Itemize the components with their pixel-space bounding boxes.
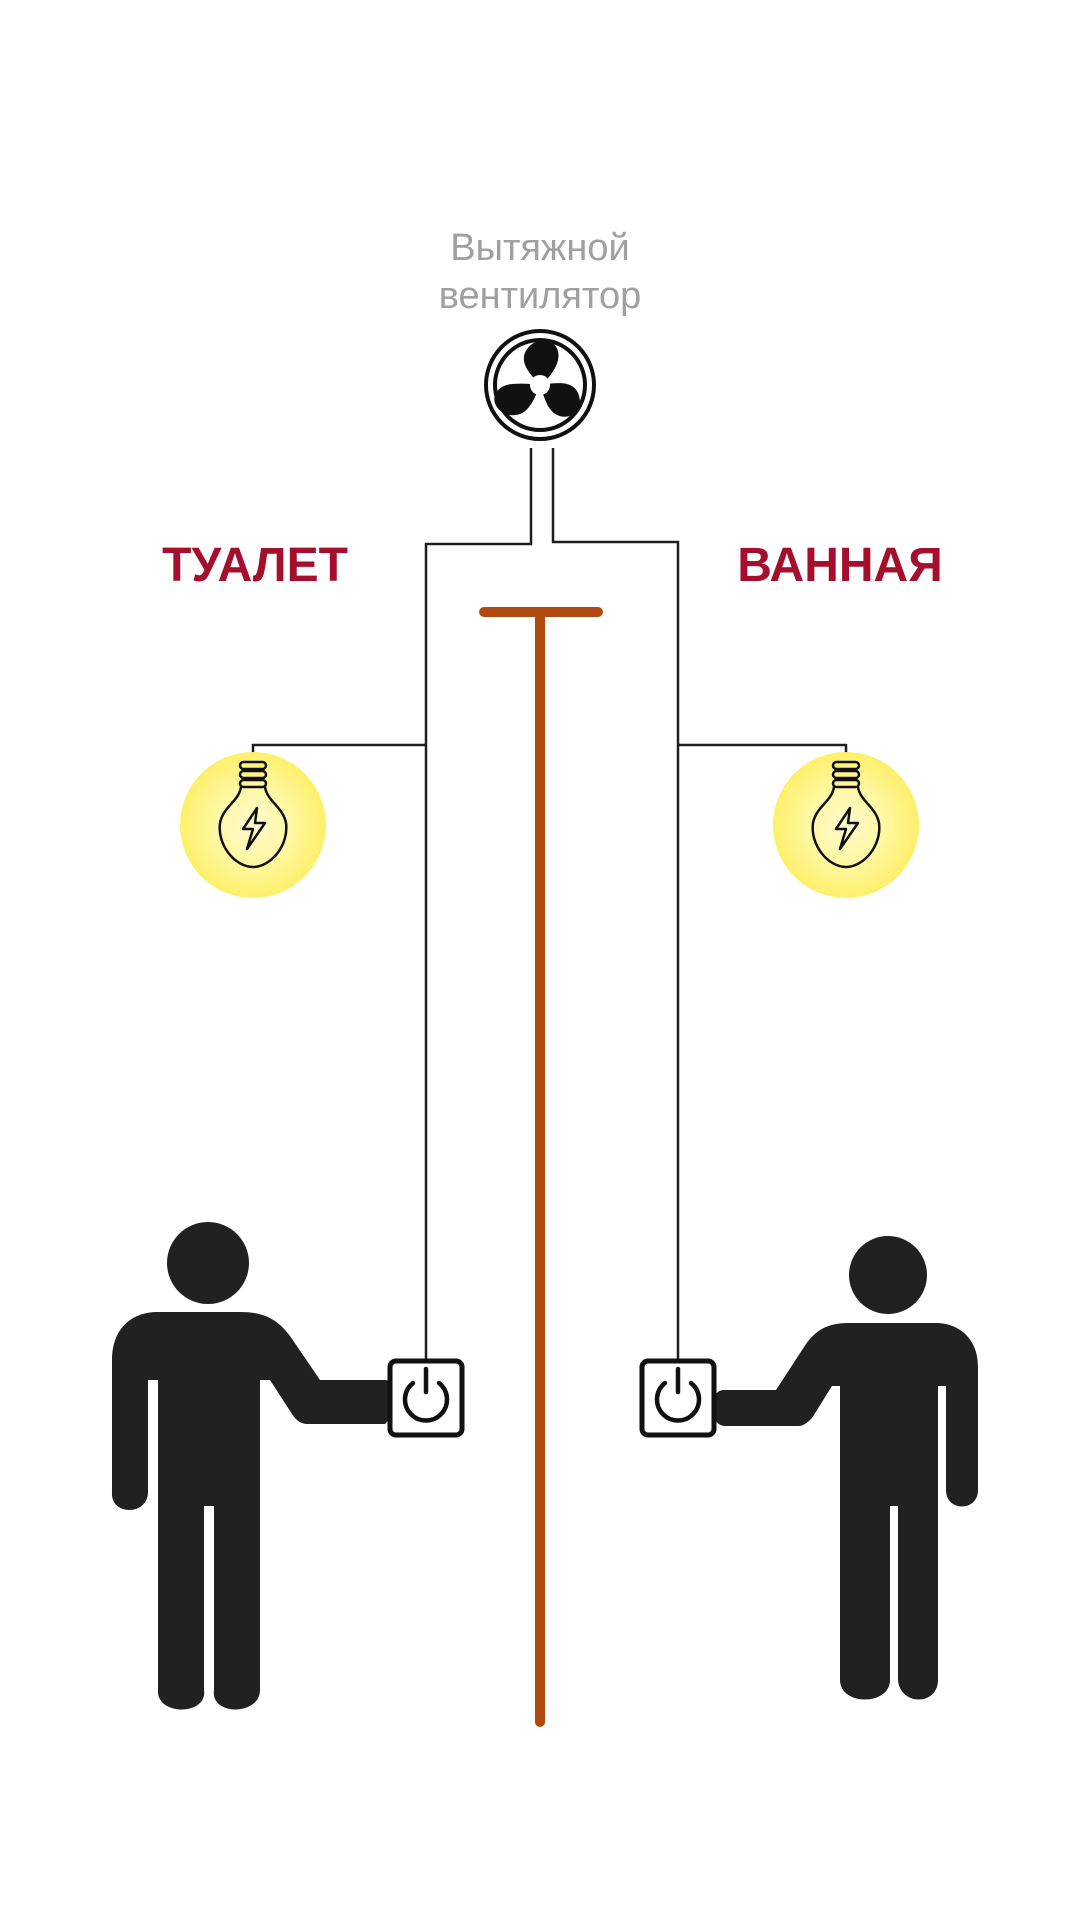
room-label-left: ТУАЛЕТ: [162, 539, 348, 592]
person-icon: [712, 1236, 978, 1700]
power-switch-icon[interactable]: [639, 1358, 717, 1438]
room-label-right: ВАННАЯ: [737, 539, 942, 592]
light-bulb-icon: [180, 752, 326, 898]
fan-icon: [484, 329, 596, 441]
fan-label-line2: вентилятор: [439, 275, 642, 317]
fan-label-line1: Вытяжной: [450, 227, 629, 269]
light-bulb-icon: [773, 752, 919, 898]
wall-partition: [479, 607, 603, 1727]
person-icon: [111, 1222, 397, 1710]
power-switch-icon[interactable]: [387, 1358, 465, 1438]
wiring: [251, 448, 848, 1360]
